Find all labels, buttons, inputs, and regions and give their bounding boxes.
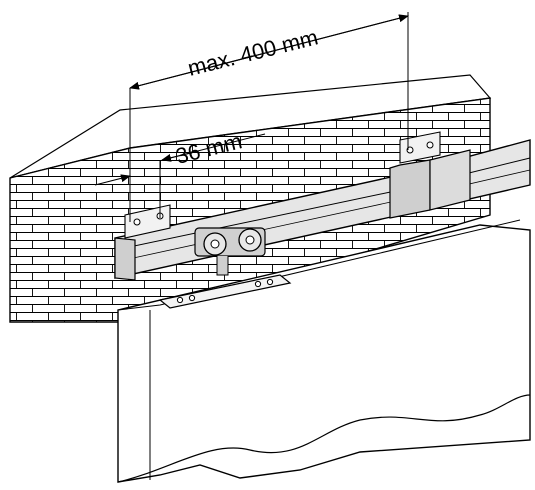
left-mounting-bracket <box>124 204 171 239</box>
right-mounting-bracket <box>399 131 441 164</box>
roller-carriage <box>194 227 266 276</box>
door-clamp-plate <box>158 274 292 309</box>
max-spacing-dimension <box>129 12 409 222</box>
edge-offset-dimension <box>94 133 266 218</box>
max-spacing-label: max. 400 mm <box>185 24 320 80</box>
